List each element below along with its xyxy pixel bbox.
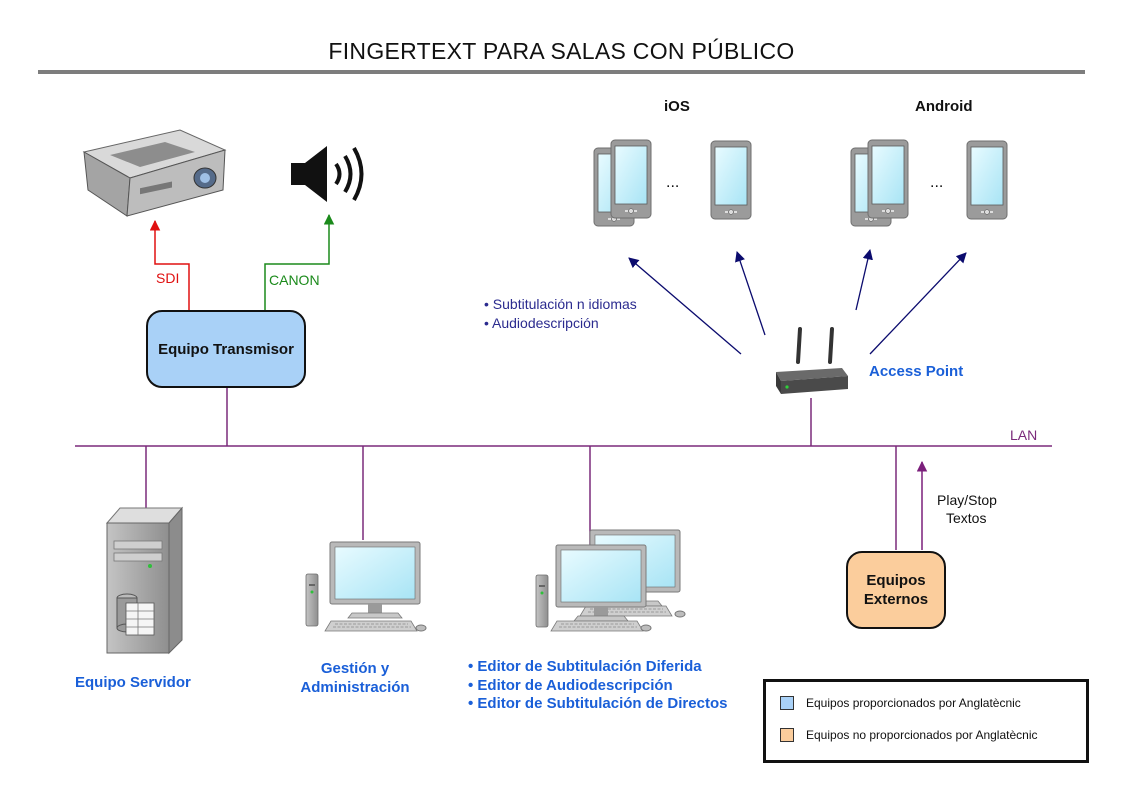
canon-arrow — [264, 213, 335, 310]
lan-label: LAN — [1010, 427, 1038, 443]
ios-label: iOS — [664, 98, 690, 115]
legend-label: Equipos no proporcionados por Anglatècni… — [806, 728, 1038, 742]
android-ellipsis: ... — [930, 174, 944, 191]
router-icon — [776, 327, 848, 394]
legend-item-not-provided: Equipos no proporcionados por Anglatècni… — [780, 728, 1038, 742]
sdi-arrow — [149, 219, 190, 310]
header-rule — [38, 70, 1085, 74]
external-label-line1: Equipos — [866, 572, 926, 589]
legend: Equipos proporcionados por Anglatècnic E… — [763, 679, 1089, 763]
textos-label: Textos — [946, 510, 987, 526]
external-label-line2: Externos — [863, 591, 929, 608]
canon-label: CANON — [269, 272, 320, 288]
transmitter-label: Equipo Transmisor — [158, 340, 294, 358]
android-phones — [850, 139, 1008, 227]
service-item: • Subtitulación n idiomas — [484, 296, 637, 312]
legend-label: Equipos proporcionados por Anglatècnic — [806, 696, 1021, 710]
editor-item: • Editor de Subtitulación de Directos — [468, 695, 728, 712]
diagram-title: FINGERTEXT PARA SALAS CON PÚBLICO — [328, 38, 795, 64]
server-label: Equipo Servidor — [75, 674, 191, 691]
ios-ellipsis: ... — [666, 174, 680, 191]
projector-icon — [82, 129, 227, 217]
legend-item-provided: Equipos proporcionados por Anglatècnic — [780, 696, 1021, 710]
admin-label-line2: Administración — [300, 679, 410, 696]
legend-swatch-blue — [780, 696, 794, 710]
speaker-icon — [291, 146, 364, 202]
editor-item: • Editor de Subtitulación Diferida — [468, 658, 702, 675]
editors-list: • Editor de Subtitulación Diferida • Edi… — [468, 658, 727, 714]
editor-item: • Editor de Audiodescripción — [468, 676, 673, 694]
service-item: • Audiodescripción — [484, 315, 599, 331]
external-equipment-box: Equipos Externos — [846, 551, 946, 629]
lan-lines — [75, 386, 1052, 550]
mobile-services-list: • Subtitulación n idiomas • Audiodescrip… — [484, 295, 637, 333]
admin-workstation-icon — [305, 541, 427, 632]
sdi-label: SDI — [156, 270, 180, 286]
editor-workstations-icon — [535, 529, 686, 632]
play-stop-label: Play/Stop — [937, 492, 997, 508]
wifi-arrows — [628, 248, 967, 355]
admin-label: Gestión y Administración — [297, 659, 413, 697]
access-point-label: Access Point — [869, 363, 964, 380]
android-label: Android — [915, 98, 973, 115]
transmitter-box: Equipo Transmisor — [146, 310, 306, 388]
legend-swatch-orange — [780, 728, 794, 742]
server-icon — [105, 506, 184, 655]
admin-label-line1: Gestión y — [320, 660, 390, 677]
